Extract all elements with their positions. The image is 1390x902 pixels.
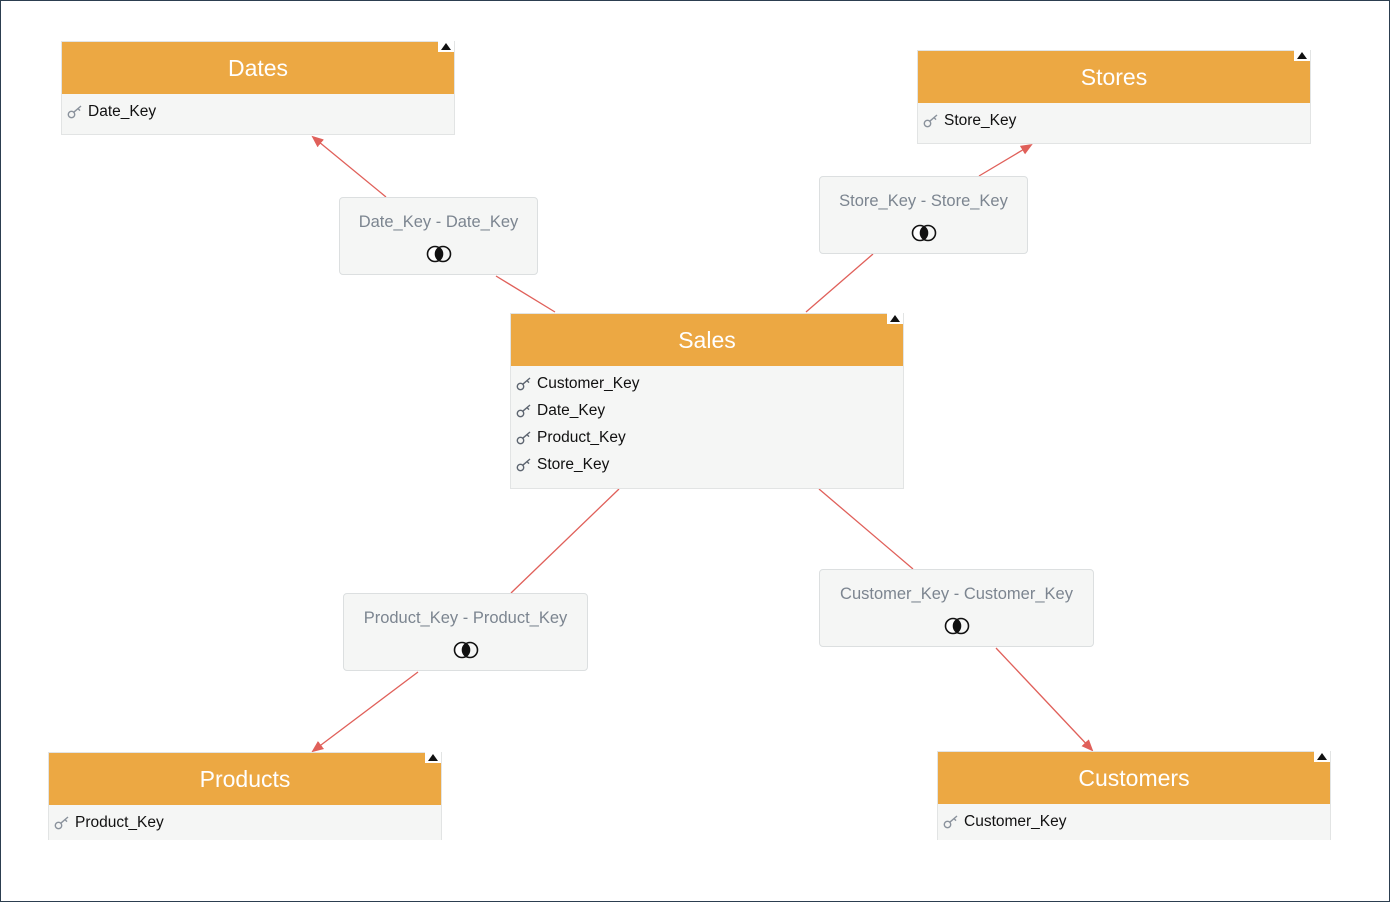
link-stores-sales	[805, 253, 874, 313]
key-icon	[62, 102, 88, 122]
relationship-customers[interactable]: Customer_Key - Customer_Key	[819, 569, 1094, 647]
link-products-sales	[510, 488, 620, 594]
field-name: Customer_Key	[537, 374, 640, 392]
field-name: Product_Key	[75, 813, 164, 831]
field-row[interactable]: Product_Key	[511, 424, 903, 451]
relationship-label: Date_Key - Date_Key	[358, 213, 519, 231]
inner-join-icon[interactable]	[820, 617, 1093, 635]
relationship-label: Store_Key - Store_Key	[839, 192, 1008, 210]
field-name: Product_Key	[537, 428, 626, 446]
field-row[interactable]: Customer_Key	[511, 370, 903, 397]
relationship-label: Product_Key - Product_Key	[363, 609, 568, 627]
relationship-stores[interactable]: Store_Key - Store_Key	[819, 176, 1028, 254]
field-name: Date_Key	[537, 401, 606, 419]
inner-join-icon[interactable]	[820, 224, 1027, 242]
key-icon	[511, 374, 537, 394]
field-row[interactable]: Date_Key	[62, 98, 454, 125]
field-name: Store_Key	[944, 111, 1017, 129]
collapse-icon[interactable]	[1294, 49, 1310, 61]
key-icon	[49, 813, 75, 833]
link-customers-sales	[818, 488, 914, 570]
field-name: Store_Key	[537, 455, 610, 473]
table-customers[interactable]: Customers Customer_Key	[937, 750, 1331, 840]
table-title: Dates	[227, 54, 289, 81]
table-dates[interactable]: Dates Date_Key	[61, 40, 455, 135]
key-icon	[918, 111, 944, 131]
table-title: Customers	[1078, 764, 1190, 791]
collapse-icon[interactable]	[1314, 750, 1330, 762]
collapse-icon[interactable]	[425, 751, 441, 763]
table-products[interactable]: Products Product_Key	[48, 751, 442, 840]
key-icon	[511, 428, 537, 448]
link-stores-arrow	[978, 143, 1033, 177]
inner-join-icon[interactable]	[340, 245, 537, 263]
key-icon	[938, 812, 964, 832]
table-sales[interactable]: Sales Customer_Key Date_Key Product_K	[510, 312, 904, 489]
field-name: Date_Key	[88, 102, 157, 120]
key-icon	[511, 401, 537, 421]
field-row[interactable]: Date_Key	[511, 397, 903, 424]
relationship-dates[interactable]: Date_Key - Date_Key	[339, 197, 538, 275]
table-dates-header[interactable]: Dates	[62, 40, 454, 94]
table-customers-header[interactable]: Customers	[938, 750, 1330, 804]
table-sales-header[interactable]: Sales	[511, 312, 903, 366]
collapse-icon[interactable]	[887, 312, 903, 324]
link-customers-arrow	[995, 647, 1094, 752]
relationship-products[interactable]: Product_Key - Product_Key	[343, 593, 588, 671]
collapse-icon[interactable]	[438, 40, 454, 52]
field-row[interactable]: Product_Key	[49, 809, 441, 836]
link-dates-sales	[495, 275, 556, 313]
table-stores[interactable]: Stores Store_Key	[917, 49, 1311, 144]
table-stores-header[interactable]: Stores	[918, 49, 1310, 103]
relationship-label: Customer_Key - Customer_Key	[840, 585, 1073, 603]
inner-join-icon[interactable]	[344, 641, 587, 659]
link-dates-arrow	[311, 135, 387, 198]
table-products-header[interactable]: Products	[49, 751, 441, 805]
field-row[interactable]: Store_Key	[511, 451, 903, 478]
field-name: Customer_Key	[964, 812, 1067, 830]
key-icon	[511, 455, 537, 475]
table-title: Sales	[678, 326, 736, 353]
table-title: Stores	[1080, 63, 1148, 90]
link-products-arrow	[311, 671, 419, 753]
field-row[interactable]: Store_Key	[918, 107, 1310, 134]
table-title: Products	[199, 765, 291, 792]
field-row[interactable]: Customer_Key	[938, 808, 1330, 835]
